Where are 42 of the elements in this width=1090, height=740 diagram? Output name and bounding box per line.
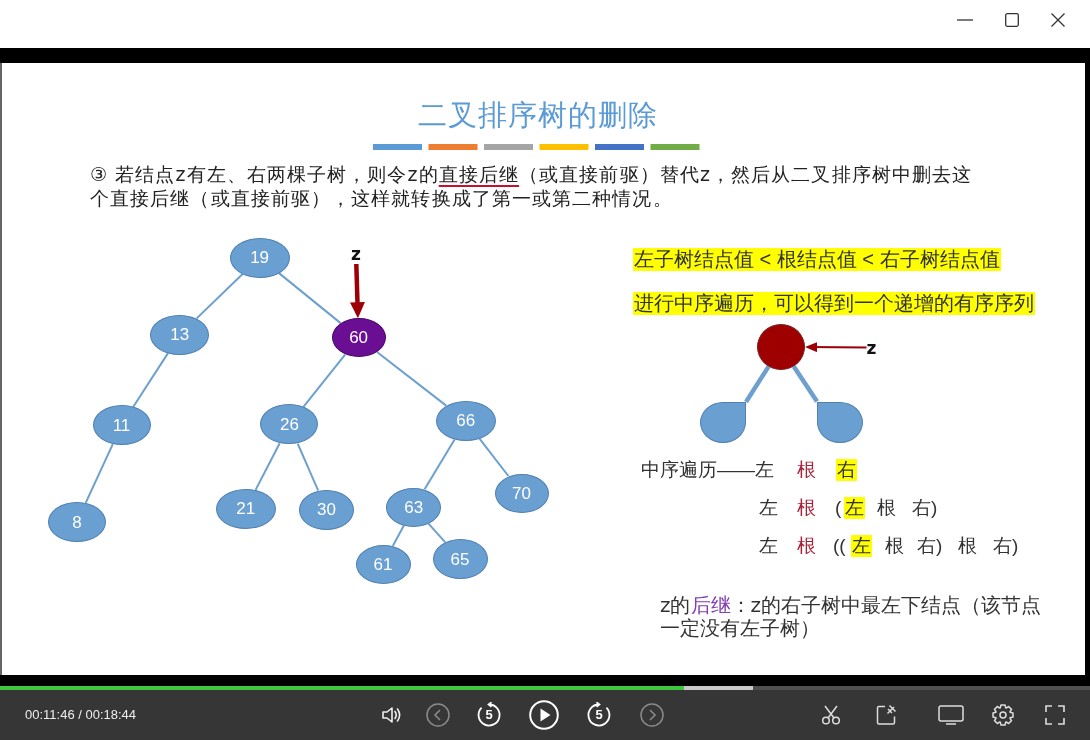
connector-line bbox=[302, 353, 347, 408]
sequence-text: 根 bbox=[797, 535, 816, 557]
time-display: 00:11:46 / 00:18:44 bbox=[25, 707, 137, 723]
sequence-text: 根 bbox=[797, 459, 816, 481]
sequence-text: 右) bbox=[993, 535, 1019, 557]
forward-button: 5 bbox=[586, 702, 612, 728]
connector-line bbox=[744, 365, 771, 404]
connector-line bbox=[478, 437, 510, 477]
connector-line bbox=[391, 524, 405, 547]
note-text: z的后继：z的右子树中最左下结点（该节点一定没有左子树） bbox=[660, 593, 1042, 640]
rewind-button: 5 bbox=[476, 702, 502, 728]
arrow bbox=[349, 263, 365, 319]
arrow bbox=[805, 342, 868, 353]
highlighted-text: 左 bbox=[844, 497, 865, 519]
connector-line bbox=[195, 273, 244, 320]
slide-title: 二叉排序树的删除 bbox=[418, 97, 658, 133]
sequence-text: 右) bbox=[917, 535, 943, 557]
sequence-text: ( bbox=[835, 497, 842, 519]
sequence-text: (( bbox=[833, 535, 846, 557]
sequence-text: 根 bbox=[877, 497, 896, 519]
sequence-text: 左 bbox=[759, 535, 778, 557]
highlighted-text: 左子树结点值 < 根结点值 < 右子树结点值 bbox=[633, 247, 1001, 271]
sequence-text: 根 bbox=[797, 497, 816, 519]
connector-line bbox=[277, 271, 342, 325]
connector-line bbox=[296, 442, 320, 492]
connector-line bbox=[84, 443, 114, 504]
highlighted-text: 进行中序遍历，可以得到一个递增的有序序列 bbox=[633, 291, 1035, 315]
highlighted-text: 左 bbox=[851, 535, 872, 557]
pointer-label: z bbox=[866, 337, 877, 358]
connector-line bbox=[376, 351, 448, 407]
sequence-text: 右) bbox=[912, 497, 938, 519]
sequence-text: 左 bbox=[759, 497, 778, 519]
highlighted-text: 右 bbox=[836, 459, 857, 481]
connector-line bbox=[791, 365, 819, 403]
pointer-label: z bbox=[351, 244, 361, 264]
connector-line bbox=[132, 352, 169, 408]
sequence-text: 根 bbox=[958, 535, 977, 557]
sequence-text: 中序遍历——左 bbox=[641, 459, 774, 481]
connector-line bbox=[427, 522, 447, 544]
sequence-text: 根 bbox=[885, 535, 904, 557]
instruction-text: ③ 若结点z有左、右两棵子树，则令z的直接后继（或直接前驱）替代z，然后从二叉排序树中删去这个直接后继（或直接前驱），这样就转换成了第一或第二种情况。 bbox=[90, 161, 974, 211]
connector-line bbox=[254, 442, 281, 491]
